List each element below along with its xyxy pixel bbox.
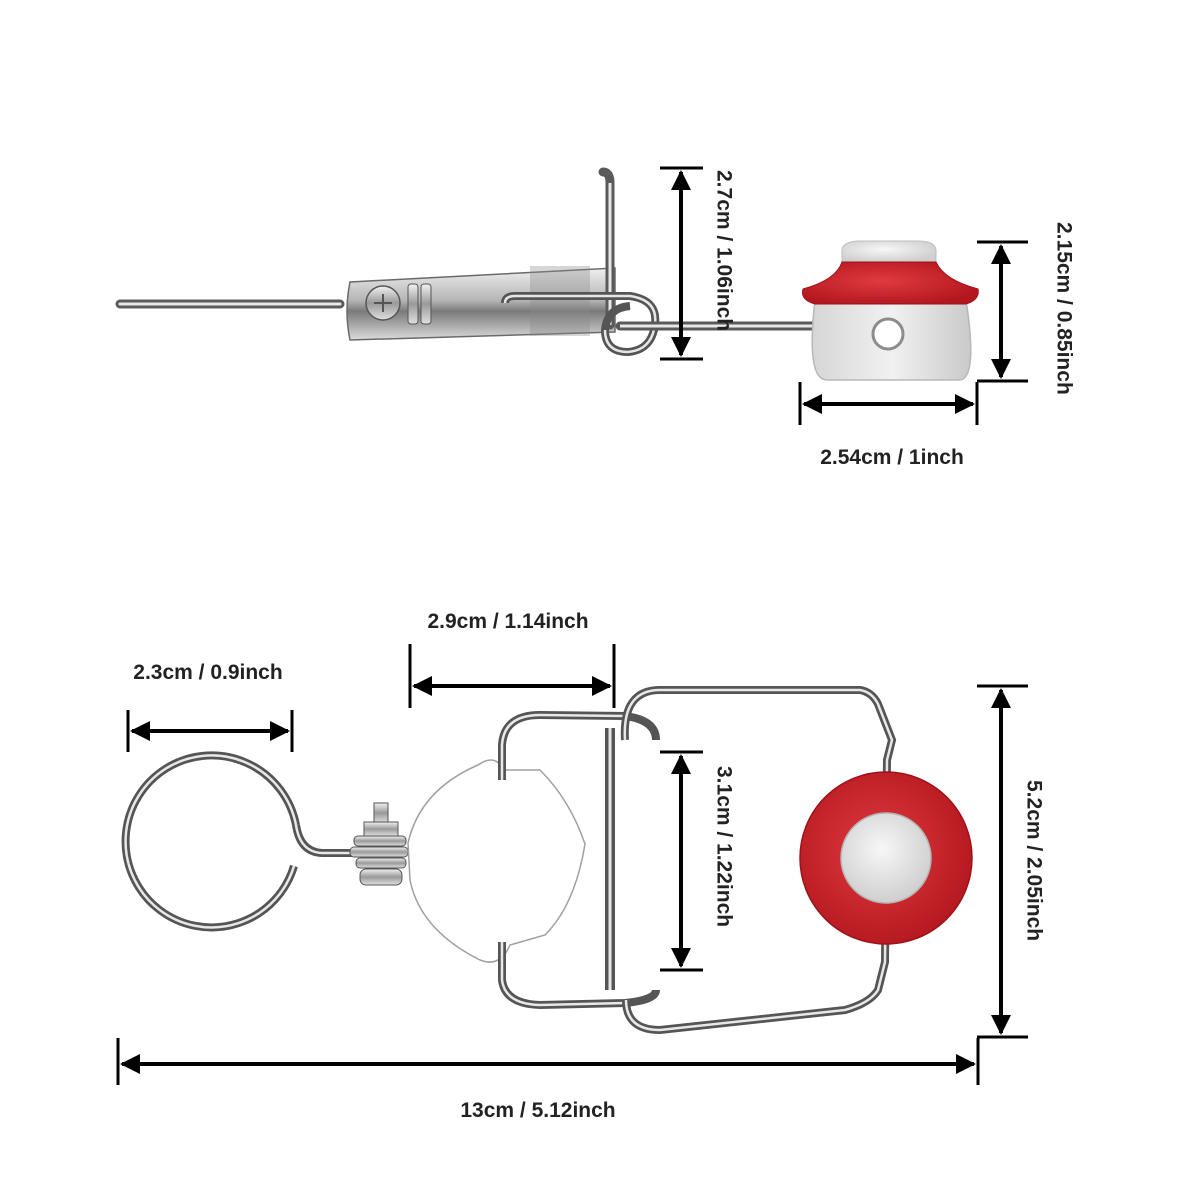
outer-wire-loop — [620, 686, 897, 1035]
dim-ring-width: 2.3cm / 0.9inch — [126, 661, 294, 752]
dim-inner-height: 3.1cm / 1.22inch — [660, 750, 736, 972]
dim-insulator-width: 2.54cm / 1inch — [798, 382, 979, 469]
clamp-bail — [498, 710, 660, 1010]
insulator-top — [799, 771, 973, 945]
label-total-height: 5.2cm / 2.05inch — [1023, 780, 1046, 941]
dim-total-length: 13cm / 5.12inch — [116, 1038, 980, 1122]
side-screw — [365, 283, 432, 325]
label-insulator-width: 2.54cm / 1inch — [820, 446, 964, 469]
label-inner-height: 3.1cm / 1.22inch — [713, 766, 736, 927]
pipe-outline — [407, 759, 586, 963]
clamp-bolt — [349, 802, 409, 886]
side-view: 2.7cm / 1.06inch 2.15cm / 0.85inch 2.54c… — [115, 166, 1076, 469]
dim-insulator-height: 2.15cm / 0.85inch — [977, 222, 1076, 395]
label-ring-width: 2.3cm / 0.9inch — [133, 661, 282, 684]
dim-clamp-width: 2.9cm / 1.14inch — [408, 610, 616, 708]
top-view: 2.3cm / 0.9inch 2.9cm / 1.14inch 3.1cm /… — [116, 610, 1046, 1122]
label-clamp-width: 2.9cm / 1.14inch — [427, 610, 588, 633]
side-insulator — [802, 240, 979, 381]
label-insulator-height: 2.15cm / 0.85inch — [1053, 222, 1076, 395]
dim-total-height: 5.2cm / 2.05inch — [977, 684, 1046, 1039]
label-total-length: 13cm / 5.12inch — [460, 1099, 615, 1122]
label-side-height: 2.7cm / 1.06inch — [713, 170, 736, 331]
dim-side-height: 2.7cm / 1.06inch — [660, 166, 736, 361]
wire-ring — [121, 751, 360, 932]
